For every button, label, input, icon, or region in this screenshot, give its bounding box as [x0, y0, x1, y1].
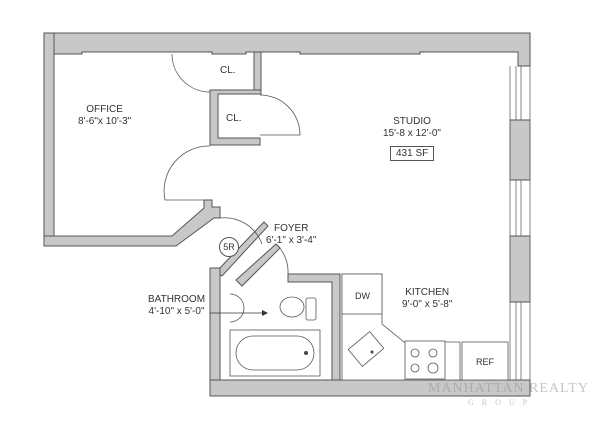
- office-bottom-wall: [43, 199, 221, 247]
- room-dimensions: 6'-1" x 3'-4": [266, 235, 317, 246]
- room-bathroom: BATHROOM 4'-10" x 5'-0": [148, 294, 205, 318]
- room-name: KITCHEN: [405, 287, 450, 298]
- bath-wall-left: [209, 267, 221, 389]
- closet-1: CL.: [220, 65, 236, 76]
- room-dimensions: 9'-0" x 5'-8": [402, 299, 453, 310]
- room-kitchen: KITCHEN 9'-0" x 5'-8": [402, 287, 452, 311]
- watermark-sub: G R O U P: [468, 398, 531, 407]
- outer-wall-left: [43, 32, 55, 244]
- room-dimensions: 15'-8 x 12'-0": [383, 128, 441, 139]
- outer-wall-top: [43, 32, 531, 243]
- right-wall-seg-2: [509, 235, 531, 303]
- right-wall-seg-1: [509, 119, 531, 181]
- room-name: STUDIO: [393, 116, 431, 127]
- room-name: OFFICE: [86, 104, 123, 115]
- room-dimensions: 4'-10" x 5'-0": [148, 306, 205, 317]
- room-dimensions: 8'-6"x 10'-3": [78, 116, 132, 127]
- room-office: OFFICE 8'-6"x 10'-3": [78, 104, 131, 128]
- closet-wall-2: [209, 89, 262, 146]
- room-foyer: FOYER 6'-1" x 3'-4": [266, 223, 316, 247]
- refrigerator-label: REF: [476, 357, 494, 367]
- area-badge: 431 SF: [390, 146, 435, 161]
- room-name: BATHROOM: [148, 294, 206, 305]
- dishwasher-label: DW: [355, 291, 370, 301]
- watermark-brand: MANHATTAN REALTY: [428, 381, 589, 396]
- closet-wall-1: [253, 51, 262, 95]
- unit-badge: 5R: [219, 237, 239, 257]
- closet-2: CL.: [226, 113, 242, 124]
- room-studio: STUDIO 15'-8 x 12'-0": [383, 116, 441, 140]
- room-name: FOYER: [273, 223, 309, 234]
